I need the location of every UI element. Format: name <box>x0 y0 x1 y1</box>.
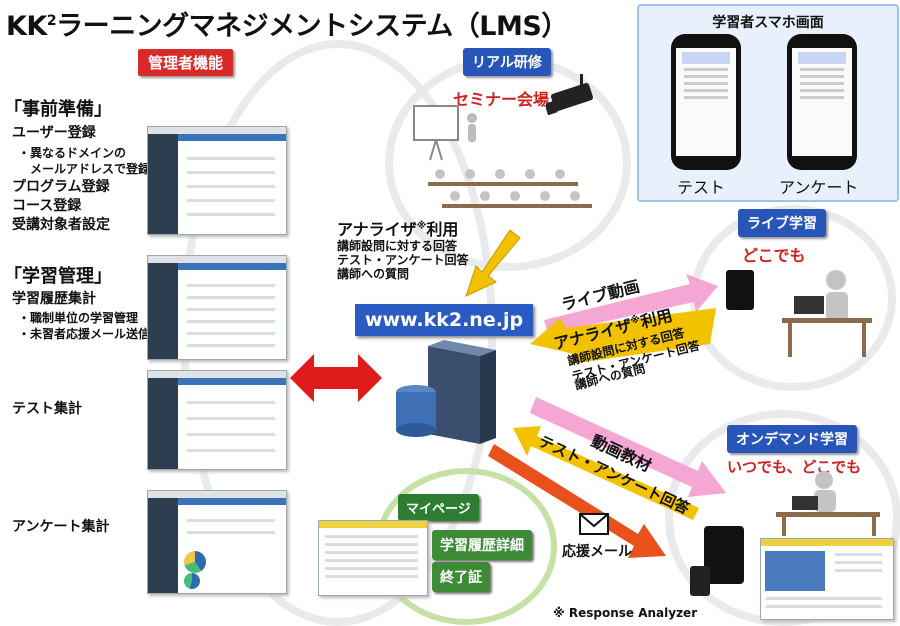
learn-note-2: ・未習者応援メール送信 <box>18 327 151 341</box>
mypage-history-box[interactable]: 学習履歴詳細 <box>432 530 532 560</box>
ondemand-answers-arrow <box>513 426 699 520</box>
site-url-box[interactable]: www.kk2.ne.jp <box>355 304 533 336</box>
tablet-icon <box>690 526 744 596</box>
analyzer-line-2: テスト・アンケート回答 <box>337 253 469 267</box>
ondemand-anytime-label: いつでも、どこでも <box>727 458 862 476</box>
phone-panel-title: 学習者スマホ画面 <box>712 15 824 31</box>
ondemand-video-arrow <box>530 397 726 497</box>
seminar-venue-label: セミナー会場 <box>453 90 550 109</box>
prep-item-program: プログラム登録 <box>12 179 110 195</box>
prep-heading: 「事前準備」 <box>4 99 112 120</box>
phone-test <box>671 34 741 170</box>
server-icon <box>396 340 496 444</box>
live-learner-illustration <box>726 270 872 357</box>
admin-screenshot-survey <box>147 490 287 594</box>
survey-tally-label: アンケート集計 <box>12 519 110 535</box>
learn-item-history: 学習履歴集計 <box>12 291 96 307</box>
prep-item-user: ユーザー登録 <box>12 125 96 141</box>
live-analyzer-arrow <box>530 308 716 364</box>
admin-screenshot-prep <box>147 126 287 235</box>
support-mail-arrow <box>488 444 666 558</box>
test-tally-label: テスト集計 <box>12 401 82 417</box>
prep-item-target: 受講対象者設定 <box>12 217 110 233</box>
analyzer-line-3: 講師への質問 <box>337 267 410 281</box>
mypage-tag: マイページ <box>398 494 479 521</box>
pie-chart-graphic <box>184 551 206 573</box>
bg-circle-ondemand <box>665 410 900 626</box>
live-learning-tag: ライブ学習 <box>738 209 826 237</box>
seminar-room-illustration <box>413 105 592 208</box>
analyzer-yellow-arrow <box>465 230 521 297</box>
mail-envelope-icon <box>579 513 609 535</box>
admin-server-double-arrow <box>290 354 382 402</box>
admin-functions-tag: 管理者機能 <box>138 49 234 76</box>
support-mail-label: 応援メール <box>562 544 632 560</box>
video-camera-icon <box>546 74 594 116</box>
ondemand-learner-illustration <box>776 471 880 536</box>
ondemand-learning-tag: オンデマンド学習 <box>727 425 857 453</box>
phone-survey-label: アンケート <box>779 178 859 197</box>
phone-test-label: テスト <box>677 178 726 197</box>
admin-screenshot-test <box>147 370 287 470</box>
live-video-arrow <box>544 274 718 332</box>
learner-phone-panel: 学習者スマホ画面 テスト アンケート <box>637 4 899 202</box>
learn-note-1: ・職制単位の学習管理 <box>18 311 139 325</box>
live-anywhere-label: どこでも <box>742 246 806 265</box>
real-training-tag: リアル研修 <box>463 48 551 76</box>
admin-screenshot-learn <box>147 255 287 360</box>
ondemand-screenshot <box>760 538 894 620</box>
page-title: KK2ラーニングマネジメントシステム（LMS） <box>6 11 568 42</box>
learn-heading: 「学習管理」 <box>4 266 112 287</box>
phone-survey <box>787 34 857 170</box>
mypage-certificate-box[interactable]: 終了証 <box>432 562 490 592</box>
mypage-screenshot <box>318 520 428 596</box>
footnote: ※ Response Analyzer <box>553 606 698 620</box>
analyzer-usage-title: アナライザ※利用 <box>337 220 459 239</box>
pie-chart-graphic-2 <box>184 573 200 589</box>
prep-note-1: ・異なるドメインの <box>18 146 127 160</box>
analyzer-line-1: 講師設問に対する回答 <box>337 239 458 253</box>
prep-note-2: メールアドレスで登録可能 <box>30 162 175 176</box>
prep-item-course: コース登録 <box>12 198 82 214</box>
